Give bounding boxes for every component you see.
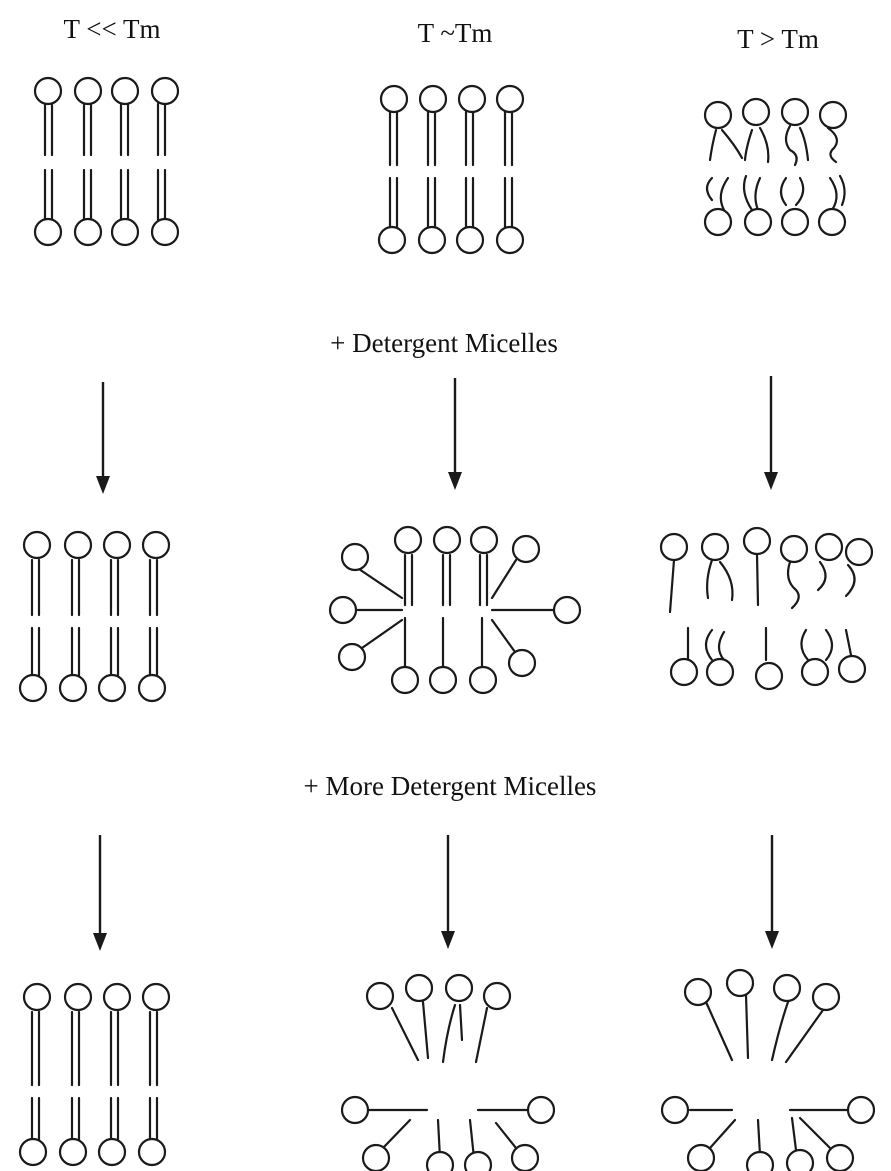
arrow-row1-col2 (448, 378, 462, 490)
bilayer-gel-row1 (33, 76, 180, 247)
header-col-1: T << Tm (64, 14, 161, 44)
bilayer-fluid-row1 (703, 97, 848, 237)
arrow-row1-col3 (764, 376, 778, 490)
step-label-2: + More Detergent Micelles (304, 771, 597, 801)
header-col-2: T ~Tm (418, 18, 493, 48)
bilayer-gel-row3 (18, 982, 171, 1167)
arrow-row2-col3 (765, 835, 779, 949)
mixed-micelle-row3-col3 (660, 968, 876, 1171)
arrow-row2-col2 (441, 835, 455, 949)
mixed-micelle-row3-col2 (340, 973, 556, 1171)
bilayer-fluid-detergent-row2 (659, 526, 874, 691)
arrow-row1-col1 (96, 382, 110, 494)
bilayer-gel-row2 (18, 530, 171, 703)
header-col-3: T > Tm (737, 24, 819, 54)
bilayer-transition-row1 (377, 84, 525, 255)
step-label-1: + Detergent Micelles (330, 328, 558, 358)
arrow-row2-col1 (93, 835, 107, 951)
bilayer-detergent-row2 (328, 525, 582, 695)
